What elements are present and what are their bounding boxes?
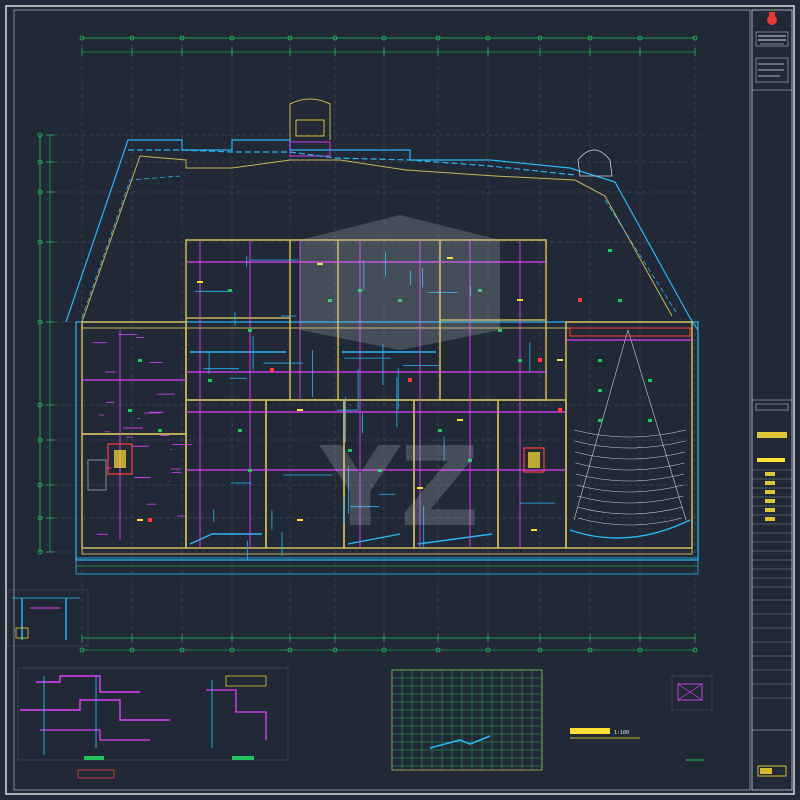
detail-right-small [671,675,713,761]
bottom-dimension-chain [79,634,698,653]
title-block [751,9,793,791]
mep-network [81,149,692,560]
detail-section-riser [17,667,289,779]
drawing-frame [13,9,751,791]
detail-left-small [7,589,89,647]
drawing-title-label: 1:100 [570,728,640,739]
left-dimension-chain [37,132,54,555]
room-thresholds [189,351,493,545]
interior-walls [81,239,693,549]
equipment-markers [128,249,652,531]
company-seal-icon [767,12,777,25]
drawing-scale-label: 1:100 [614,730,629,736]
detail-ceiling-grid [391,669,543,771]
watermark-text: YZ [318,423,479,551]
stair-core [87,443,545,491]
title-block-table [752,469,792,699]
sheet-border [5,5,795,795]
top-dimension-chain [79,35,698,56]
auditorium [569,327,691,539]
watermark: YZ [300,215,500,551]
